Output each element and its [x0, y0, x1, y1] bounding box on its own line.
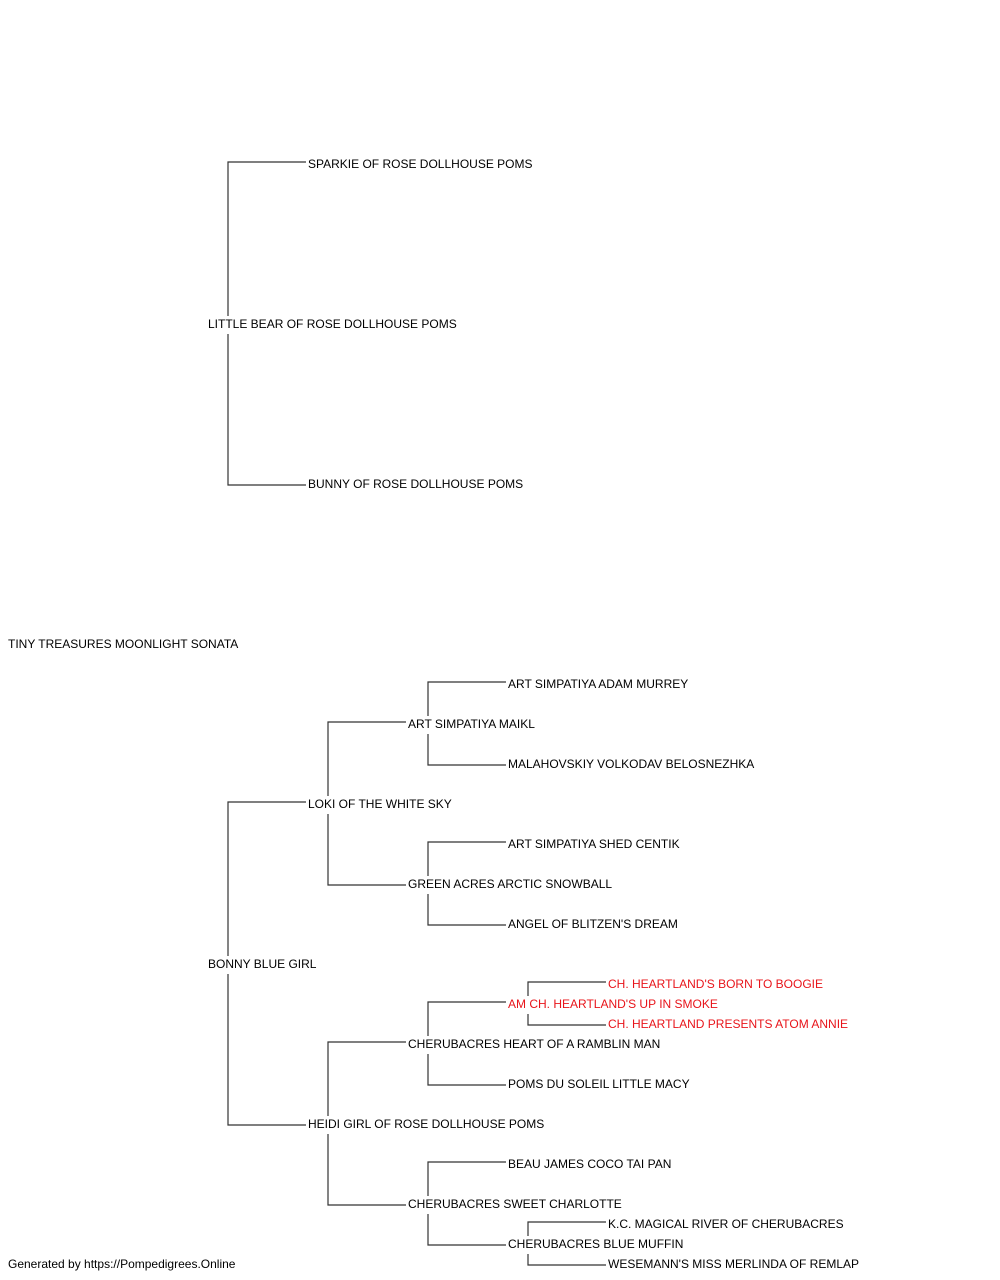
dam-sire-dam-dam-name[interactable]: ANGEL OF BLITZEN'S DREAM: [508, 917, 678, 931]
dam-sire-name[interactable]: LOKI OF THE WHITE SKY: [308, 797, 452, 811]
sire-dam-name[interactable]: BUNNY OF ROSE DOLLHOUSE POMS: [308, 477, 524, 491]
connector-bonny-blue-girl: [227, 801, 306, 1126]
dam-dam-sire-dam-name[interactable]: POMS DU SOLEIL LITTLE MACY: [508, 1077, 690, 1091]
connector-blue-muffin: [527, 1221, 606, 1266]
dam-sire-dam-sire-name[interactable]: ART SIMPATIYA SHED CENTIK: [508, 837, 680, 851]
connector-heart: [427, 1001, 506, 1086]
connector-green-acres: [427, 841, 506, 926]
dam-dam-dam-dam-dam-name[interactable]: WESEMANN'S MISS MERLINDA OF REMLAP: [608, 1257, 859, 1271]
dam-dam-dam-sire-name[interactable]: BEAU JAMES COCO TAI PAN: [508, 1157, 672, 1171]
dam-sire-sire-dam-name[interactable]: MALAHOVSKIY VOLKODAV BELOSNEZHKA: [508, 757, 755, 771]
dam-sire-sire-name[interactable]: ART SIMPATIYA MAIKL: [408, 717, 535, 731]
dam-sire-sire-sire-name[interactable]: ART SIMPATIYA ADAM MURREY: [508, 677, 689, 691]
dam-dam-dam-dam-sire-name[interactable]: K.C. MAGICAL RIVER OF CHERUBACRES: [608, 1217, 844, 1231]
connector-little-bear: [227, 161, 306, 486]
dam-dam-sire-sire-dam-name[interactable]: CH. HEARTLAND PRESENTS ATOM ANNIE: [608, 1017, 849, 1031]
sire-sire-name[interactable]: SPARKIE OF ROSE DOLLHOUSE POMS: [308, 157, 533, 171]
dam-sire-dam-name[interactable]: GREEN ACRES ARCTIC SNOWBALL: [408, 877, 613, 891]
connector-loki: [327, 721, 406, 886]
connector-heidi: [327, 1041, 406, 1206]
dam-name[interactable]: BONNY BLUE GIRL: [208, 957, 317, 971]
connector-sweet-charlotte: [427, 1161, 506, 1246]
sire-name[interactable]: LITTLE BEAR OF ROSE DOLLHOUSE POMS: [208, 317, 457, 331]
dam-dam-sire-sire-name[interactable]: AM CH. HEARTLAND'S UP IN SMOKE: [508, 997, 718, 1011]
connector-maikl: [427, 681, 506, 766]
dam-dam-sire-name[interactable]: CHERUBACRES HEART OF A RAMBLIN MAN: [408, 1037, 661, 1051]
dam-dam-dam-name[interactable]: CHERUBACRES SWEET CHARLOTTE: [408, 1197, 622, 1211]
subject-name[interactable]: TINY TREASURES MOONLIGHT SONATA: [8, 637, 239, 651]
generated-by-footer: Generated by https://Pompedigrees.Online: [8, 1257, 236, 1271]
dam-dam-name[interactable]: HEIDI GIRL OF ROSE DOLLHOUSE POMS: [308, 1117, 545, 1131]
dam-dam-dam-dam-name[interactable]: CHERUBACRES BLUE MUFFIN: [508, 1237, 684, 1251]
dam-dam-sire-sire-sire-name[interactable]: CH. HEARTLAND'S BORN TO BOOGIE: [608, 977, 824, 991]
connector-up-in-smoke: [527, 981, 606, 1026]
